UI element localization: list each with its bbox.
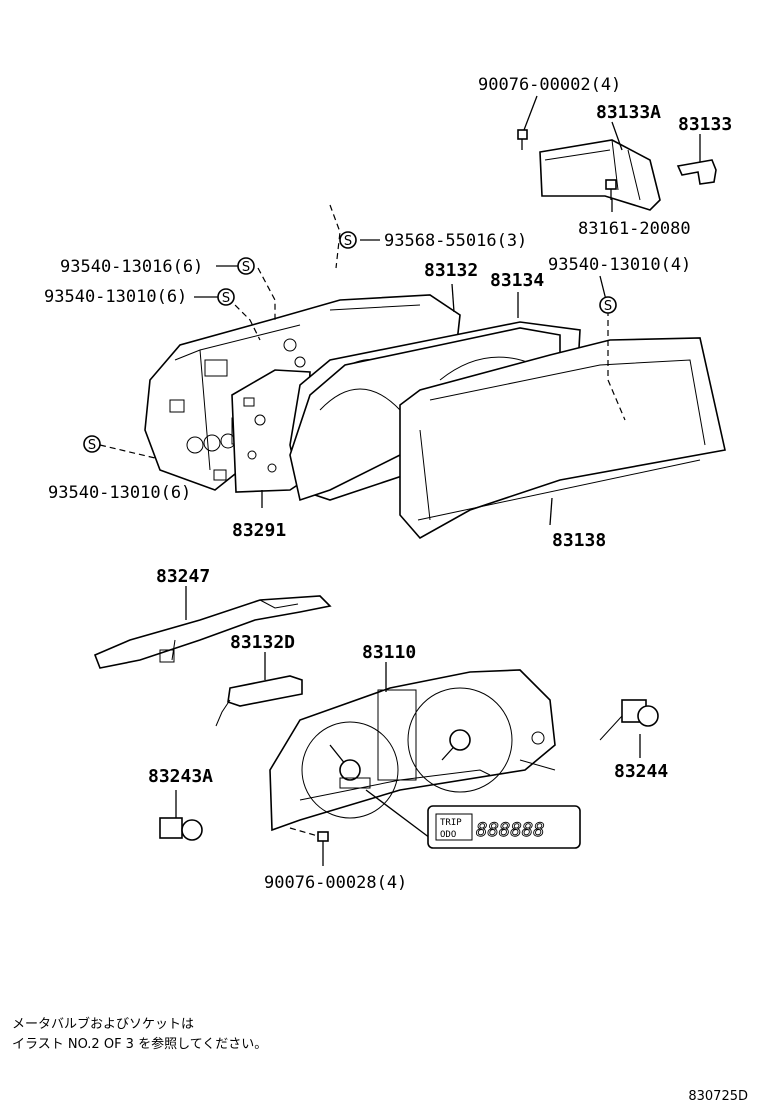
screw-symbol-93568: S <box>339 231 357 249</box>
screw-90076-00002 <box>517 129 528 150</box>
screw-symbol-93540-13016: S <box>237 257 255 275</box>
odometer-display: TRIP ODO 888888 <box>427 805 581 849</box>
bracket-83133 <box>676 159 717 185</box>
label-83161-20080: 83161-20080 <box>578 219 691 239</box>
svg-text:888888: 888888 <box>476 819 545 841</box>
note-line-1: メータバルブおよびソケットは <box>12 1016 194 1032</box>
screw-83161-20080 <box>605 179 617 200</box>
label-83134: 83134 <box>490 270 544 291</box>
screw-90076-00028 <box>317 831 329 866</box>
socket-83243A <box>159 790 203 841</box>
note-line-2: イラスト NO.2 OF 3 を参照してください。 <box>12 1036 267 1052</box>
label-83132: 83132 <box>424 260 478 281</box>
svg-text:S: S <box>242 260 250 275</box>
label-83132D: 83132D <box>230 632 295 653</box>
svg-text:S: S <box>222 291 230 306</box>
svg-text:S: S <box>604 299 612 314</box>
bracket-83133A <box>539 139 661 211</box>
harness-83247 <box>93 595 332 669</box>
label-83133: 83133 <box>678 114 732 135</box>
svg-text:S: S <box>344 234 352 249</box>
label-83243A: 83243A <box>148 766 213 787</box>
label-83291: 83291 <box>232 520 286 541</box>
svg-text:TRIP: TRIP <box>440 818 462 828</box>
label-83133A: 83133A <box>596 102 661 123</box>
screw-symbol-93540-13010-4: S <box>599 296 617 314</box>
figure-code: 830725D <box>688 1089 748 1104</box>
label-90076-00002: 90076-00002(4) <box>478 75 621 95</box>
module-83132D <box>215 675 303 727</box>
svg-text:ODO: ODO <box>440 830 456 840</box>
label-93540-13016: 93540-13016(6) <box>60 257 203 277</box>
label-90076-00028: 90076-00028(4) <box>264 873 407 893</box>
label-93540-13010-4: 93540-13010(4) <box>548 255 691 275</box>
socket-83244 <box>599 699 659 758</box>
meter-assembly-83110 <box>269 669 556 832</box>
label-93540-13010-6a: 93540-13010(6) <box>44 287 187 307</box>
screw-symbol-93540-13010-6b: S <box>83 435 101 453</box>
label-93568-55016: 93568-55016(3) <box>384 231 527 251</box>
label-83247: 83247 <box>156 566 210 587</box>
svg-text:S: S <box>88 438 96 453</box>
label-83138: 83138 <box>552 530 606 551</box>
meter-lens-83138 <box>399 337 726 540</box>
label-83110: 83110 <box>362 642 416 663</box>
label-83244: 83244 <box>614 761 668 782</box>
label-93540-13010-6b: 93540-13010(6) <box>48 483 191 503</box>
screw-symbol-93540-13010-6a: S <box>217 288 235 306</box>
